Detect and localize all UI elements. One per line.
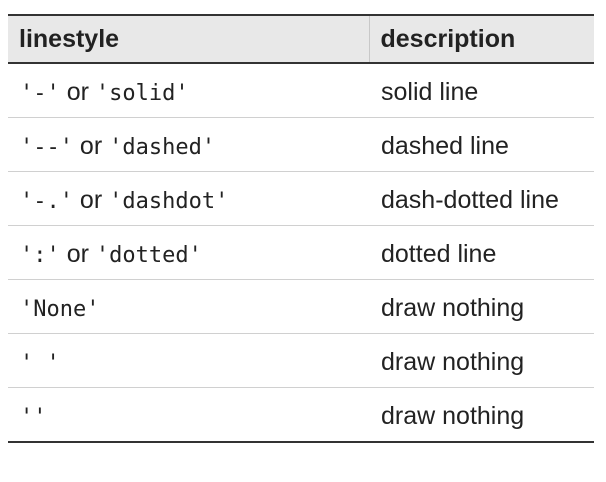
linestyle-cell: '-' or 'solid'	[8, 63, 369, 118]
linestyle-code: ''	[20, 405, 47, 430]
table-row: ':' or 'dotted' dotted line	[8, 225, 594, 280]
table-row: '' draw nothing	[8, 387, 594, 443]
table-row: '--' or 'dashed' dashed line	[8, 117, 594, 172]
or-text: or	[59, 240, 96, 268]
linestyle-code: ':'	[20, 243, 60, 268]
description-cell: draw nothing	[369, 333, 594, 388]
or-text: or	[72, 186, 110, 214]
description-cell: solid line	[369, 63, 594, 118]
linestyle-cell: 'None'	[8, 279, 369, 334]
table-row: ' ' draw nothing	[8, 333, 594, 388]
linestyle-cell: ':' or 'dotted'	[8, 225, 369, 280]
linestyle-alias: 'dotted'	[95, 243, 202, 268]
linestyle-code: '-'	[20, 81, 60, 106]
header-row: linestyle description	[8, 14, 594, 64]
linestyle-cell: ''	[8, 387, 369, 443]
description-cell: dotted line	[369, 225, 594, 280]
linestyle-alias: 'dashdot'	[109, 189, 229, 214]
linestyle-cell: ' '	[8, 333, 369, 388]
linestyle-code: '-.'	[20, 189, 73, 214]
table-row: '-' or 'solid' solid line	[8, 63, 594, 118]
or-text: or	[72, 132, 110, 160]
linestyle-table-container: linestyle description '-' or 'solid' sol…	[8, 14, 594, 443]
table-body: '-' or 'solid' solid line '--' or 'dashe…	[8, 63, 594, 443]
description-cell: dash-dotted line	[369, 171, 594, 226]
table-row: '-.' or 'dashdot' dash-dotted line	[8, 171, 594, 226]
linestyle-alias: 'solid'	[95, 81, 189, 106]
linestyle-cell: '--' or 'dashed'	[8, 117, 369, 172]
linestyle-cell: '-.' or 'dashdot'	[8, 171, 369, 226]
linestyle-code: ' '	[20, 351, 60, 376]
header-linestyle: linestyle	[8, 14, 369, 64]
linestyle-alias: 'dashed'	[109, 135, 216, 160]
linestyle-table: linestyle description '-' or 'solid' sol…	[8, 14, 594, 443]
description-cell: draw nothing	[369, 387, 594, 443]
table-header: linestyle description	[8, 14, 594, 64]
description-cell: dashed line	[369, 117, 594, 172]
linestyle-code: 'None'	[20, 297, 100, 322]
description-cell: draw nothing	[369, 279, 594, 334]
linestyle-code: '--'	[20, 135, 73, 160]
or-text: or	[59, 78, 96, 106]
table-row: 'None' draw nothing	[8, 279, 594, 334]
header-description: description	[368, 14, 594, 64]
